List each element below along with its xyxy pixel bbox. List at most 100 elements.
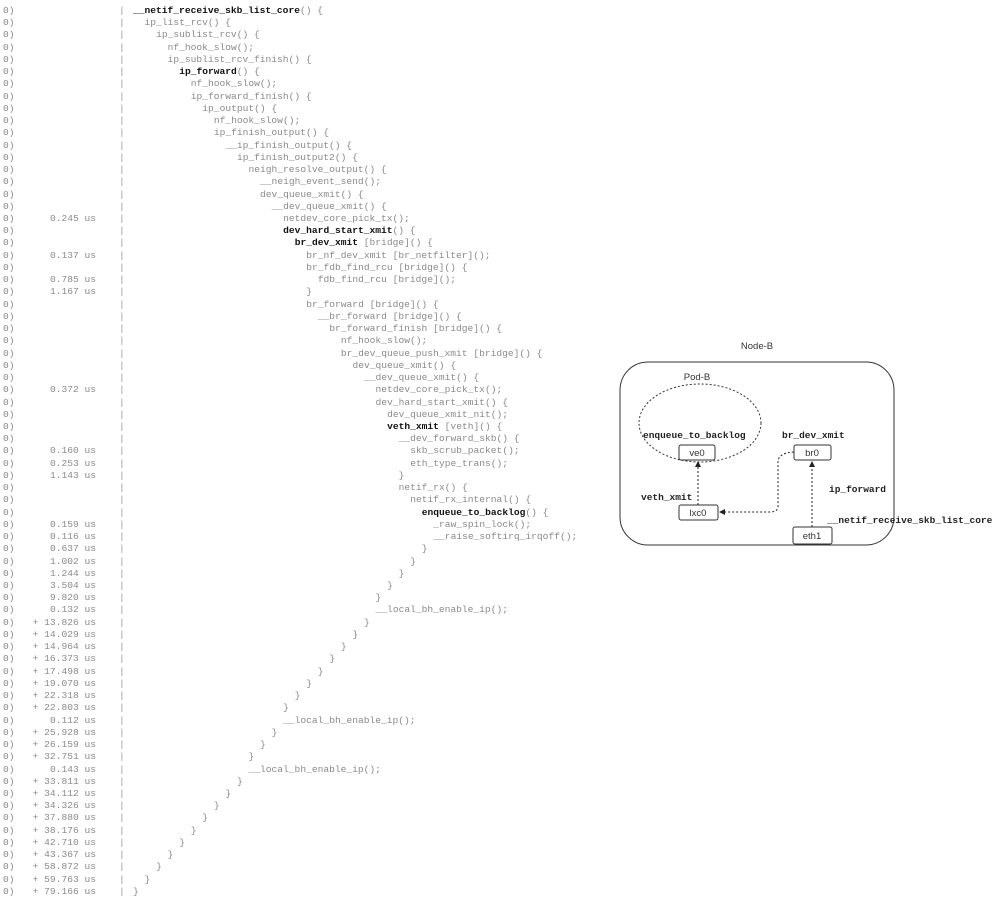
separator: | bbox=[119, 457, 125, 469]
separator: | bbox=[119, 384, 125, 396]
cpu-id: 0) bbox=[3, 151, 15, 163]
cpu-id: 0) bbox=[3, 763, 15, 775]
trace-line: 0)+ 25.928 us|} bbox=[0, 727, 600, 739]
cpu-id: 0) bbox=[3, 359, 15, 371]
cpu-id: 0) bbox=[3, 261, 15, 273]
duration: + 38.176 us bbox=[32, 824, 96, 836]
cpu-id: 0) bbox=[3, 139, 15, 151]
separator: | bbox=[119, 347, 125, 359]
trace-line: 0)1.002 us|} bbox=[0, 556, 600, 568]
function-suffix: [veth]() { bbox=[438, 420, 503, 432]
function-call: ip_output() { bbox=[202, 103, 277, 115]
cpu-id: 0) bbox=[3, 90, 15, 102]
separator: | bbox=[119, 885, 125, 897]
separator: | bbox=[119, 139, 125, 151]
ve0-box bbox=[678, 444, 716, 461]
function-call: _raw_spin_lock(); bbox=[433, 519, 531, 531]
function-call: } bbox=[306, 286, 312, 298]
separator: | bbox=[119, 102, 125, 114]
trace-line: 0)|ip_sublist_rcv_finish() { bbox=[0, 54, 600, 66]
function-call: } bbox=[318, 666, 324, 678]
trace-line: 0)|br_fdb_find_rcu [bridge]() { bbox=[0, 262, 600, 274]
cpu-id: 0) bbox=[3, 457, 15, 469]
trace-line: 0)+ 16.373 us|} bbox=[0, 653, 600, 665]
function-suffix: } bbox=[364, 616, 370, 628]
trace-line: 0)|dev_queue_xmit() { bbox=[0, 360, 600, 372]
function-suffix: } bbox=[156, 861, 162, 873]
cpu-id: 0) bbox=[3, 628, 15, 640]
separator: | bbox=[119, 604, 125, 616]
duration: 0.637 us bbox=[49, 543, 96, 555]
separator: | bbox=[119, 408, 125, 420]
function-suffix: () { bbox=[392, 225, 416, 237]
cpu-id: 0) bbox=[3, 775, 15, 787]
separator: | bbox=[119, 641, 125, 653]
function-call: } bbox=[179, 837, 185, 849]
trace-line: 0)|__netif_receive_skb_list_core() { bbox=[0, 5, 600, 17]
separator: | bbox=[119, 861, 125, 873]
duration: + 79.166 us bbox=[32, 885, 96, 897]
function-suffix: () { bbox=[444, 482, 468, 494]
separator: | bbox=[119, 824, 125, 836]
separator: | bbox=[119, 775, 125, 787]
trace-line: 0)1.143 us|} bbox=[0, 470, 600, 482]
cpu-id: 0) bbox=[3, 323, 15, 335]
trace-line: 0)|netif_rx_internal() { bbox=[0, 494, 600, 506]
function-call: } bbox=[191, 825, 197, 837]
separator: | bbox=[119, 714, 125, 726]
function-suffix: (); bbox=[490, 408, 509, 420]
function-call: ip_forward() { bbox=[179, 66, 260, 78]
function-call: br_fdb_find_rcu [bridge]() { bbox=[306, 262, 467, 274]
function-suffix: () { bbox=[433, 359, 457, 371]
function-name: __local_bh_enable_ip bbox=[375, 604, 491, 616]
function-graph-trace: 0)|__netif_receive_skb_list_core() {0)|i… bbox=[0, 5, 600, 898]
cpu-id: 0) bbox=[3, 726, 15, 738]
function-suffix: } bbox=[236, 775, 243, 787]
trace-line: 0)|nf_hook_slow(); bbox=[0, 78, 600, 90]
function-suffix: } bbox=[352, 628, 359, 640]
separator: | bbox=[119, 176, 125, 188]
function-name: dev_hard_start_xmit bbox=[283, 225, 393, 237]
separator: | bbox=[119, 702, 125, 714]
function-suffix: [bridge]() { bbox=[467, 347, 543, 359]
cpu-id: 0) bbox=[3, 310, 15, 322]
trace-line: 0)+ 26.159 us|} bbox=[0, 739, 600, 751]
trace-line: 0)0.132 us|__local_bh_enable_ip(); bbox=[0, 604, 600, 616]
trace-line: 0)3.504 us|} bbox=[0, 580, 600, 592]
separator: | bbox=[119, 359, 125, 371]
function-call: __neigh_event_send(); bbox=[260, 176, 381, 188]
trace-line: 0)|__dev_queue_xmit() { bbox=[0, 201, 600, 213]
function-suffix: () { bbox=[236, 29, 260, 41]
function-name: netdev_core_pick_tx bbox=[375, 384, 485, 396]
trace-line: 0)+ 22.803 us|} bbox=[0, 702, 600, 714]
function-suffix: () { bbox=[363, 200, 387, 212]
duration: 0.159 us bbox=[49, 518, 96, 530]
cpu-id: 0) bbox=[3, 788, 15, 799]
function-suffix: () { bbox=[456, 372, 480, 384]
cpu-id: 0) bbox=[3, 469, 15, 481]
duration: 1.244 us bbox=[49, 567, 96, 579]
function-suffix: () { bbox=[496, 433, 520, 445]
function-suffix: (); bbox=[236, 41, 255, 53]
function-call: neigh_resolve_output() { bbox=[249, 164, 387, 176]
function-name: ip_forward_finish bbox=[190, 90, 289, 102]
function-call: } bbox=[341, 641, 347, 653]
function-suffix: } bbox=[306, 286, 313, 298]
cpu-id: 0) bbox=[3, 225, 15, 237]
function-suffix: () { bbox=[299, 5, 323, 16]
function-call: } bbox=[295, 690, 301, 702]
separator: | bbox=[119, 212, 125, 224]
separator: | bbox=[119, 616, 125, 628]
trace-line: 0)1.244 us|} bbox=[0, 568, 600, 580]
function-call: ip_finish_output2() { bbox=[237, 152, 358, 164]
function-name: skb_scrub_packet bbox=[410, 445, 503, 457]
function-name: nf_hook_slow bbox=[167, 41, 237, 53]
trace-line: 0)|__ip_finish_output() { bbox=[0, 140, 600, 152]
cpu-id: 0) bbox=[3, 200, 15, 212]
function-suffix: (); bbox=[392, 212, 410, 224]
cpu-id: 0) bbox=[3, 237, 15, 249]
function-call: dev_queue_xmit_nit(); bbox=[387, 409, 508, 421]
separator: | bbox=[119, 518, 125, 530]
function-name: br_nf_dev_xmit bbox=[306, 249, 387, 261]
function-call: } bbox=[329, 653, 335, 665]
